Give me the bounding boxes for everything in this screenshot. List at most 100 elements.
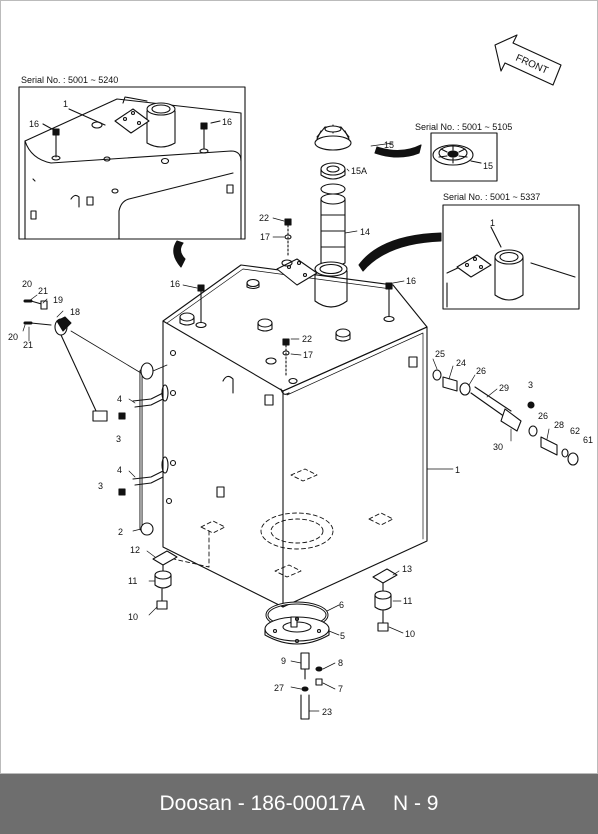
callout-2: 2 xyxy=(118,527,123,537)
mount-11-left xyxy=(154,570,172,589)
bolt-16-right xyxy=(383,282,395,323)
callout-25: 25 xyxy=(435,349,445,359)
callout-21a: 21 xyxy=(38,286,48,296)
o-ring-26-right xyxy=(528,425,538,437)
leader-lines xyxy=(22,142,550,712)
filler-cap-15 xyxy=(314,124,352,151)
callout-13: 13 xyxy=(402,564,412,574)
callout-16a: 16 xyxy=(170,279,180,289)
inset-pointer-neck xyxy=(358,232,442,272)
callout-inset-15: 15 xyxy=(483,161,493,171)
part-number: 186-00017A xyxy=(250,792,365,815)
callout-8: 8 xyxy=(338,658,343,668)
hose-29 xyxy=(470,386,512,418)
callout-28: 28 xyxy=(554,420,564,430)
callout-30: 30 xyxy=(493,442,503,452)
bracket-12 xyxy=(152,550,178,574)
bolt-16-left xyxy=(195,284,207,329)
inset-neck-serial: Serial No. : 5001 ~ 5337 xyxy=(443,192,540,202)
inset-top-left-tank xyxy=(24,96,242,240)
callout-9: 9 xyxy=(281,656,286,666)
callout-15: 15 xyxy=(384,140,394,150)
strainer-14 xyxy=(320,193,346,267)
footer-bar: Doosan - 186-00017A N - 9 xyxy=(0,774,598,834)
sender-unit-18 xyxy=(54,316,108,422)
fuel-tank-parts-diagram: Serial No. : 5001 ~ 5240 Serial No. : 50… xyxy=(8,34,593,720)
callout-27: 27 xyxy=(274,683,284,693)
callout-22a: 22 xyxy=(259,213,269,223)
callout-29: 29 xyxy=(499,383,509,393)
callout-20a: 20 xyxy=(22,279,32,289)
cap-61 xyxy=(567,452,579,466)
bolt-3-right xyxy=(527,401,535,409)
bolt-7 xyxy=(315,678,323,686)
o-ring-62 xyxy=(561,448,569,458)
callout-21b: 21 xyxy=(23,340,33,350)
fitting-25-24-26 xyxy=(432,369,471,396)
inset-cap-part xyxy=(432,144,482,166)
mount-11-right xyxy=(374,590,392,611)
fuel-tank-1 xyxy=(161,258,428,608)
callout-11b: 11 xyxy=(403,596,412,606)
bolt-3-b xyxy=(118,488,126,496)
callout-61: 61 xyxy=(583,435,593,445)
hose-23 xyxy=(300,694,310,720)
callout-10b: 10 xyxy=(405,629,415,639)
callout-4b: 4 xyxy=(117,465,122,475)
adapter-30 xyxy=(500,408,522,432)
bracket-13 xyxy=(372,568,398,592)
bolt-22-lower xyxy=(282,338,290,376)
bolt-3-a xyxy=(118,412,126,420)
callout-12: 12 xyxy=(130,545,140,555)
callout-3c: 3 xyxy=(528,380,533,390)
callout-26a: 26 xyxy=(476,366,486,376)
callout-18: 18 xyxy=(70,307,80,317)
washer-8 xyxy=(315,666,323,672)
inset-top-left-serial: Serial No. : 5001 ~ 5240 xyxy=(21,75,118,85)
washer-27 xyxy=(301,686,309,692)
callout-15A: 15A xyxy=(351,166,367,176)
callout-22b: 22 xyxy=(302,334,312,344)
callout-17a: 17 xyxy=(260,232,270,242)
inset-pointer-left xyxy=(173,240,186,268)
callout-23: 23 xyxy=(322,707,332,717)
callout-inset-16b: 16 xyxy=(222,117,232,127)
callout-3a: 3 xyxy=(116,434,121,444)
callout-inset-1: 1 xyxy=(63,99,68,109)
callout-16b: 16 xyxy=(406,276,416,286)
callout-7: 7 xyxy=(338,684,343,694)
callout-inset-neck-1: 1 xyxy=(490,218,495,228)
callout-24: 24 xyxy=(456,358,466,368)
callout-6: 6 xyxy=(339,600,344,610)
brand-separator: - xyxy=(231,792,251,815)
callout-10a: 10 xyxy=(128,612,138,622)
gasket-ring xyxy=(320,183,346,195)
callout-17b: 17 xyxy=(303,350,313,360)
clamp-4-lower xyxy=(132,470,164,486)
callout-26b: 26 xyxy=(538,411,548,421)
bolt-22-upper xyxy=(284,218,292,258)
screws-20-21 xyxy=(23,299,52,326)
page-label: N - 9 xyxy=(392,792,439,815)
inset-neck-part xyxy=(446,226,576,308)
inset-cap-serial: Serial No. : 5001 ~ 5105 xyxy=(415,122,512,132)
callout-62: 62 xyxy=(570,426,580,436)
callout-1: 1 xyxy=(455,465,460,475)
fitting-28 xyxy=(540,436,558,456)
bolt-10-left xyxy=(156,588,168,610)
callout-3b: 3 xyxy=(98,481,103,491)
callout-20b: 20 xyxy=(8,332,18,342)
cap-ring-15A xyxy=(320,162,346,180)
bolt-10-right xyxy=(377,610,389,632)
front-direction-arrow xyxy=(494,34,562,86)
drain-valve-9 xyxy=(300,652,310,680)
diagram-frame: Serial No. : 5001 ~ 5240 Serial No. : 50… xyxy=(0,0,598,774)
callout-4a: 4 xyxy=(117,394,122,404)
callout-labels: 1 16 16 15 1 1 2 3 3 3 4 4 5 6 7 8 9 10 … xyxy=(8,99,593,717)
inset-pointer-cap xyxy=(374,144,422,158)
drain-cover-5 xyxy=(264,616,330,645)
callout-19: 19 xyxy=(53,295,63,305)
callout-inset-16a: 16 xyxy=(29,119,39,129)
callout-5: 5 xyxy=(340,631,345,641)
clamp-4-upper xyxy=(132,392,164,408)
